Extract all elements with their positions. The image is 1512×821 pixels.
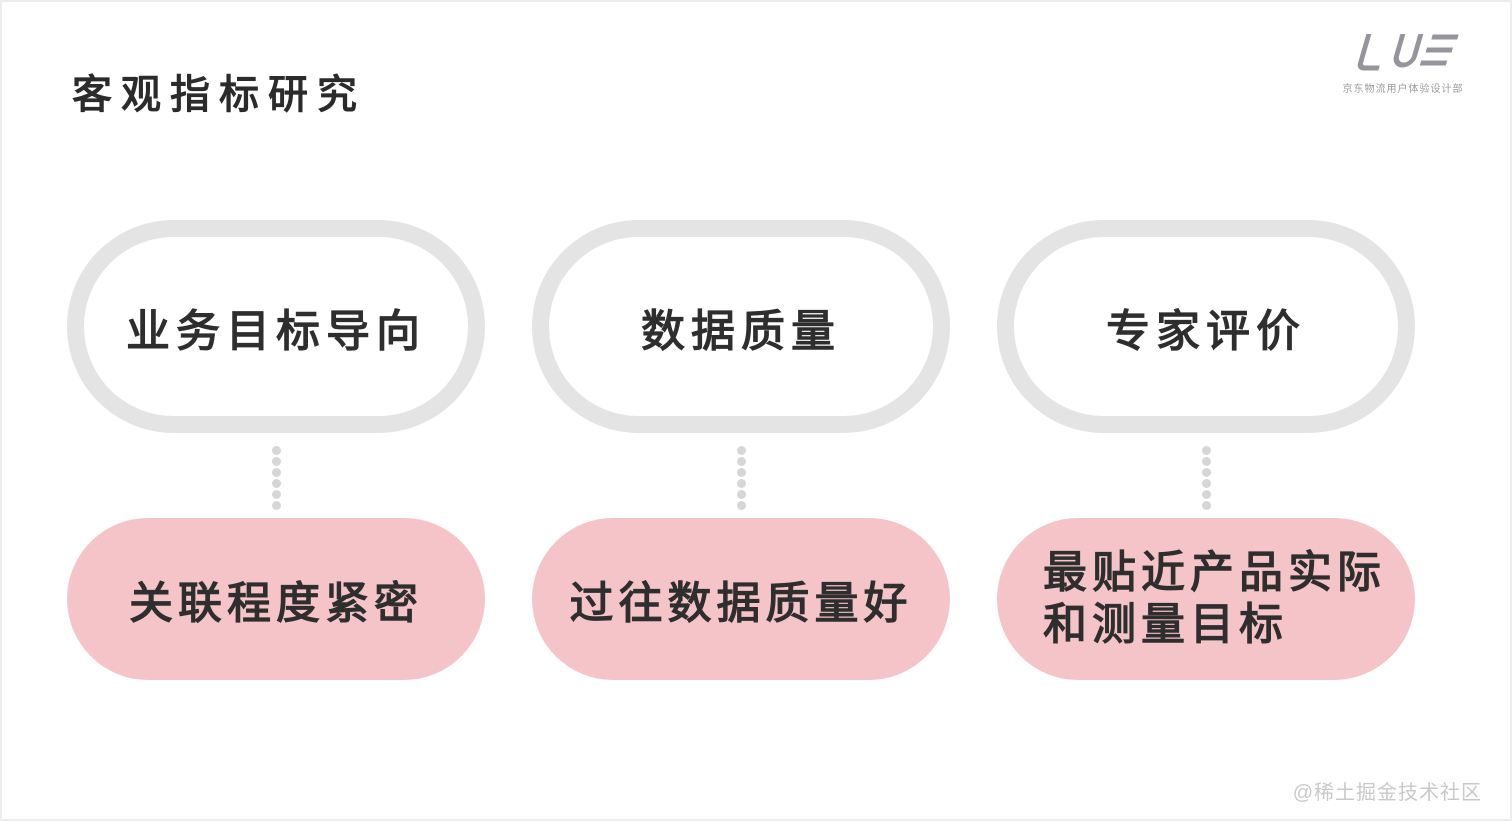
connector-dot [271, 479, 281, 488]
connector-dot [736, 490, 746, 499]
result-pill-data-quality: 过往数据质量好 [532, 518, 950, 680]
flow-column-data-quality: 数据质量 过往数据质量好 [532, 220, 950, 680]
connector-dot [1201, 457, 1211, 466]
lue-logo-icon [1357, 34, 1459, 71]
connector-dot [271, 468, 281, 477]
result-pill-expert-review: 最贴近产品实际 和测量目标 [997, 518, 1415, 680]
connector-dot [736, 457, 746, 466]
stage-pill-expert-review: 专家评价 [997, 220, 1415, 433]
connector-dot [736, 468, 746, 477]
result-pill-label-line1: 最贴近产品实际 [1043, 548, 1386, 597]
connector-dot [271, 490, 281, 499]
stage-pill-label: 专家评价 [1106, 306, 1306, 356]
connector-dot [736, 479, 746, 488]
stage-pill-data-quality: 数据质量 [532, 220, 950, 433]
result-pill-label-line2: 和测量目标 [1043, 600, 1288, 649]
columns-row: 业务目标导向 关联程度紧密 数据质量 过往数据质量好 专家评价 [67, 220, 1415, 680]
result-pill-business-goal: 关联程度紧密 [67, 518, 485, 680]
watermark: @稀土掘金技术社区 [1292, 782, 1482, 804]
connector-dot [1201, 490, 1211, 499]
dotted-connector [736, 446, 746, 510]
connector-dot [736, 446, 746, 455]
stage-pill-label: 数据质量 [641, 306, 841, 356]
result-pill-label: 过往数据质量好 [569, 579, 913, 628]
lue-logo: 京东物流用户体验设计部 [1328, 30, 1478, 95]
flow-column-expert-review: 专家评价 最贴近产品实际 和测量目标 [997, 220, 1415, 680]
dotted-connector [1201, 446, 1211, 510]
result-pill-label: 关联程度紧密 [129, 579, 423, 628]
logo-subtitle: 京东物流用户体验设计部 [1342, 84, 1464, 95]
flow-column-business-goal: 业务目标导向 关联程度紧密 [67, 220, 485, 680]
connector-dot [736, 501, 746, 510]
result-pill-lines: 最贴近产品实际 和测量目标 [1043, 547, 1386, 651]
connector-dot [271, 501, 281, 510]
connector-dot [1201, 479, 1211, 488]
stage-pill-label: 业务目标导向 [126, 306, 426, 356]
connector-dot [1201, 501, 1211, 510]
dotted-connector [271, 446, 281, 510]
connector-dot [271, 457, 281, 466]
connector-dot [271, 446, 281, 455]
stage-pill-business-goal: 业务目标导向 [67, 220, 485, 433]
connector-dot [1201, 468, 1211, 477]
connector-dot [1201, 446, 1211, 455]
page-title: 客观指标研究 [72, 73, 366, 117]
